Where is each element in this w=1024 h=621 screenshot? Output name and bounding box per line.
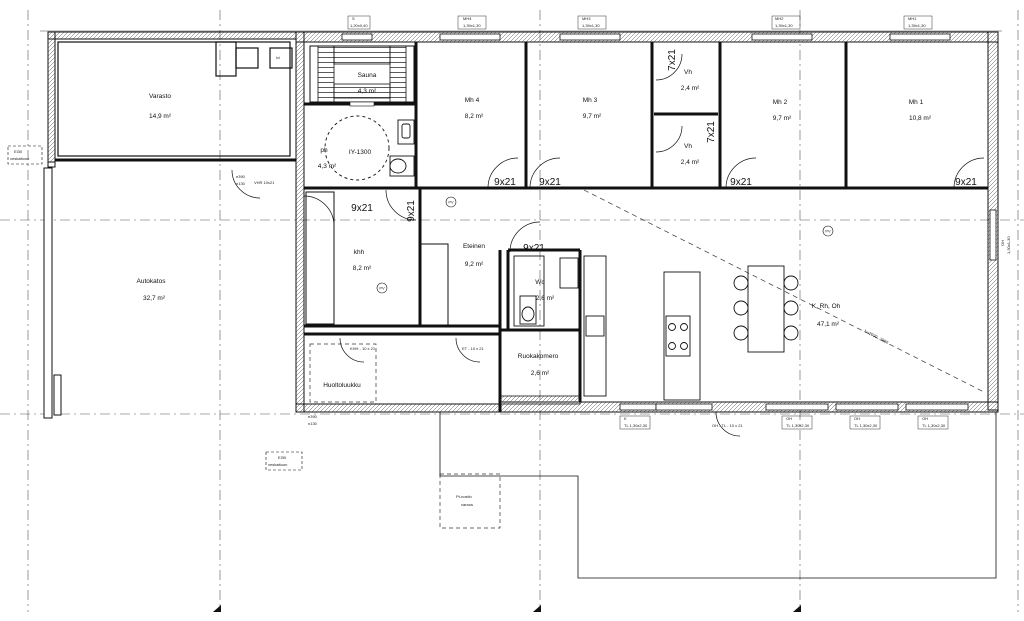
- e390-top: e390: [236, 174, 246, 179]
- ei30-top-sub: veskattoon: [10, 156, 29, 161]
- room-ruokakomero-area: 2,6 m²: [531, 370, 550, 377]
- window-mh3-tag: MH3: [582, 16, 591, 21]
- room-khh-name: khh: [354, 249, 365, 256]
- room-mh1-name: Mh 1: [909, 99, 924, 106]
- interior-walls: [304, 42, 988, 412]
- room-ruokakomero-name: Ruokakomero: [518, 353, 559, 360]
- window-side-sub: 1,30x1,30: [1006, 236, 1011, 254]
- room-mh2-name: Mh 2: [773, 99, 788, 106]
- window-oh1-tag: OH: [786, 416, 792, 421]
- door-mh1-code: 9x21: [955, 177, 977, 188]
- room-varasto-name: Varasto: [149, 93, 171, 100]
- fan-label: lv=2600...2800: [864, 328, 890, 345]
- shower-fixtures: [324, 115, 415, 181]
- door-khh-code: 9x21: [406, 200, 417, 222]
- vhr-label: VHR 10x21: [254, 180, 275, 185]
- window-oh3-sub: TL 1,30x2,30: [922, 423, 946, 428]
- room-mh3-name: Mh 3: [583, 97, 598, 104]
- window-oh2-sub: TL 1,30x2,30: [854, 423, 878, 428]
- bottom-windows: [619, 209, 997, 411]
- room-ph-drain: IY-1300: [349, 149, 372, 156]
- room-wc-name: Wc: [535, 279, 545, 286]
- pt-reserve-label: Pt-nostin: [456, 494, 472, 499]
- window-oh2-tag: OH: [854, 416, 860, 421]
- grid-lines: [0, 10, 1024, 612]
- room-vh1-name: Vh: [684, 69, 692, 76]
- room-sauna-name: Sauna: [358, 72, 377, 79]
- pv-symbols: [376, 196, 834, 294]
- window-mh4-tag: MH4: [463, 16, 472, 21]
- oh-door-label: OH - TL - 10 x 21: [712, 423, 743, 428]
- window-mh2-sub: 1,39x1,30: [775, 23, 793, 28]
- door-vh1-code: 7x21: [667, 49, 678, 71]
- door-ph-code: 9x21: [351, 203, 373, 214]
- pv-label-1: PV: [448, 200, 454, 205]
- room-mh4-name: Mh 4: [465, 97, 480, 104]
- room-khh-area: 8,2 m²: [353, 265, 372, 272]
- room-keittio-name: K, Rh, Oh: [812, 303, 841, 310]
- lvi-label: lvi: [276, 55, 280, 60]
- ei30-bottom-sub: veskattoon: [268, 462, 287, 467]
- room-huoltoluukku-name: Huoltoluukku: [323, 382, 361, 389]
- room-mh2-area: 9,7 m²: [773, 115, 792, 122]
- room-mh4-area: 8,2 m²: [465, 113, 484, 120]
- top-windows: [341, 33, 951, 41]
- window-oh3-tag: OH: [922, 416, 928, 421]
- window-mh1-sub: 1,39x1,30: [908, 23, 926, 28]
- room-mh1-area: 10,8 m²: [909, 115, 932, 122]
- section-markers: [213, 605, 801, 612]
- window-mh4-sub: 1,39x1,30: [463, 23, 481, 28]
- window-k-tag: K: [624, 416, 627, 421]
- door-vh2-code: 7x21: [706, 121, 717, 143]
- window-mh1-tag: MH1: [908, 16, 917, 21]
- room-keittio-area: 47,1 m²: [817, 321, 840, 328]
- room-ph-name: ph: [320, 147, 328, 154]
- sauna-benches: [309, 45, 415, 107]
- room-mh3-area: 9,7 m²: [583, 113, 602, 120]
- ei30-top-label: EI30: [14, 149, 23, 154]
- pv-label-2: PV: [379, 286, 385, 291]
- pv-label-3: PV: [825, 229, 831, 234]
- door-mh3-code: 9x21: [539, 177, 561, 188]
- room-vh2-area: 2,4 m²: [681, 159, 700, 166]
- n130-top: n130: [236, 181, 246, 186]
- room-vh2-name: Vh: [684, 143, 692, 150]
- room-eteinen-name: Eteinen: [463, 243, 485, 250]
- window-s-tag: S: [352, 16, 355, 21]
- kitchen-fixtures: [513, 255, 799, 401]
- room-ph-area: 4,3 m²: [318, 163, 337, 170]
- room-sauna-area: 4,3 m²: [358, 88, 377, 95]
- room-wc-area: 2,6 m²: [536, 295, 555, 302]
- et-door-label: ET - 10 x 21: [462, 346, 484, 351]
- door-mh2-code: 9x21: [730, 177, 752, 188]
- window-mh3-sub: 1,39x1,30: [582, 23, 600, 28]
- room-autokatos-area: 32,7 m²: [143, 295, 166, 302]
- window-oh1-sub: TL 1,30x2,30: [786, 423, 810, 428]
- room-vh1-area: 2,4 m²: [681, 85, 700, 92]
- room-eteinen-area: 9,2 m²: [465, 261, 484, 268]
- n130-bottom: n130: [308, 421, 318, 426]
- door-mh4-code: 9x21: [494, 177, 516, 188]
- e390-bottom: e390: [308, 414, 318, 419]
- window-mh2-tag: MH2: [775, 16, 784, 21]
- room-autokatos-name: Autokatos: [137, 278, 167, 285]
- door-wc-code: 9x21: [523, 243, 545, 254]
- carport-posts: [43, 161, 62, 419]
- door-swings: [231, 53, 985, 437]
- khh-door-label: KHH - 10 x 21: [350, 346, 376, 351]
- room-varasto-area: 14,9 m²: [149, 113, 172, 120]
- window-s-sub: 1,20x0,40: [350, 23, 368, 28]
- pt-reserve-sub: varaus: [461, 502, 473, 507]
- window-k-sub: TL 1,30x2,30: [624, 423, 648, 428]
- window-side-tag: OH: [1000, 240, 1005, 246]
- ei30-bottom-label: EI30: [278, 455, 287, 460]
